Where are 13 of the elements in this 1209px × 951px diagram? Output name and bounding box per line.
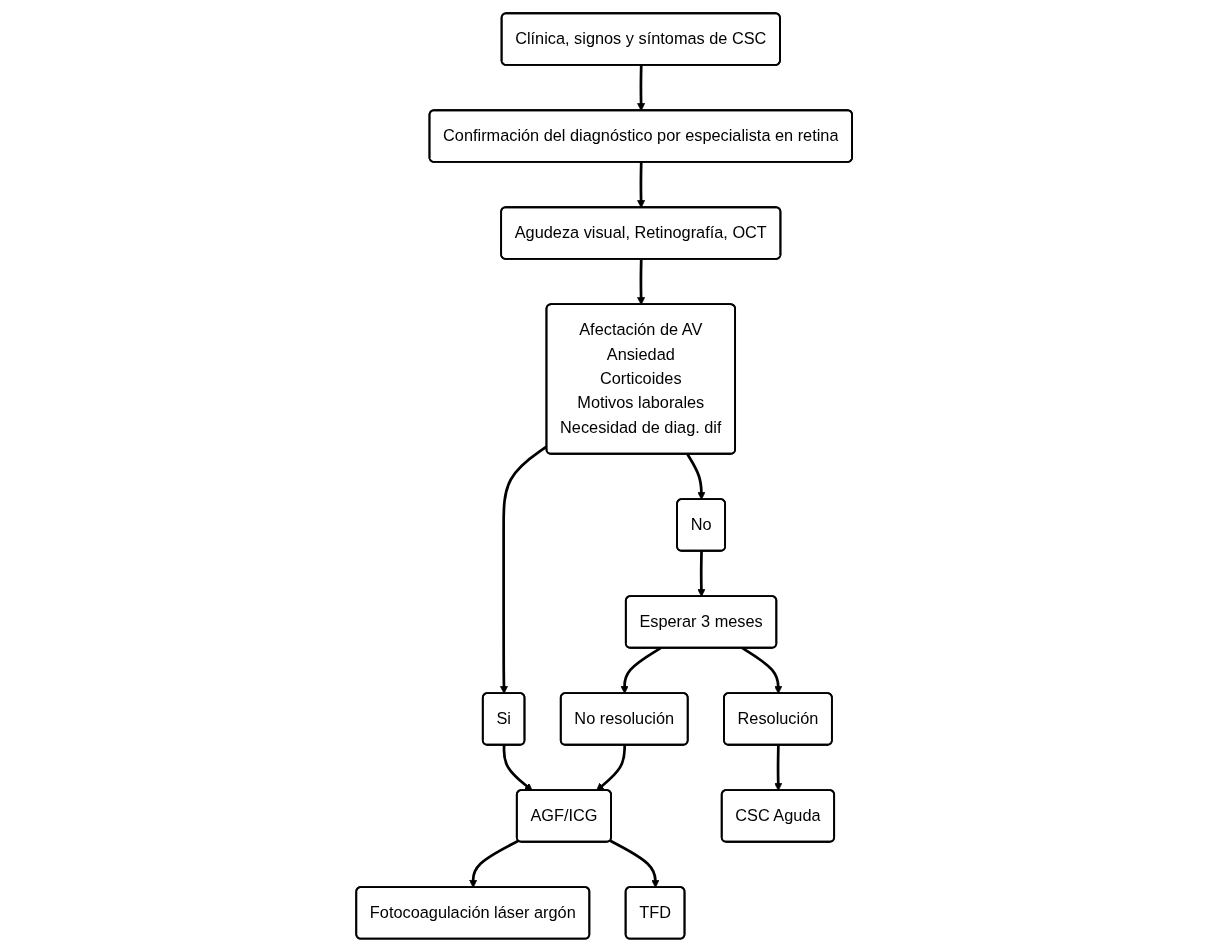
arrow: [609, 839, 660, 888]
arrow: [620, 646, 662, 694]
arrow: [500, 444, 548, 694]
arrow: [637, 64, 646, 111]
arrow: [774, 744, 783, 791]
arrow: [596, 744, 627, 791]
arrow: [502, 744, 533, 791]
arrow: [697, 550, 706, 597]
arrow: [469, 839, 520, 888]
arrow: [686, 453, 706, 500]
arrow: [637, 161, 646, 208]
arrow: [742, 646, 783, 694]
arrow: [637, 258, 646, 305]
